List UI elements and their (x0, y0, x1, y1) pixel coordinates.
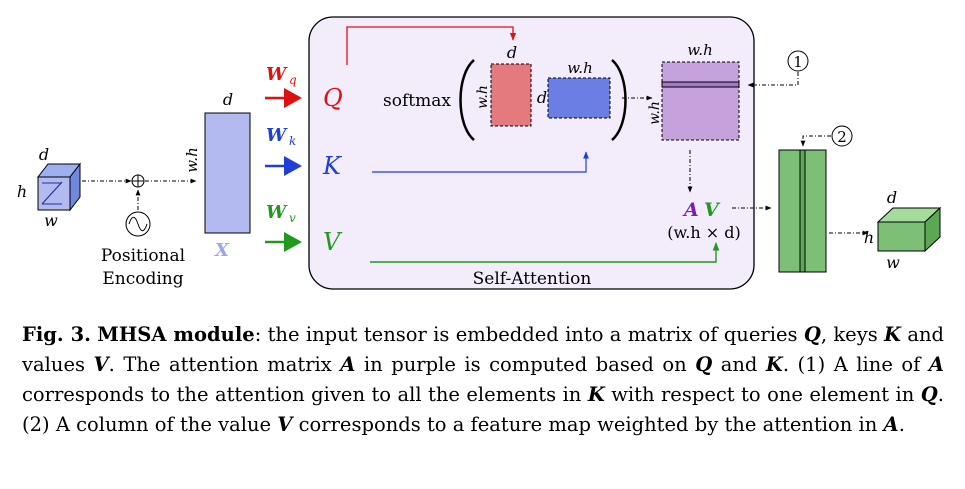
caption-label: Fig. 3. (22, 323, 91, 346)
input-tensor (36, 162, 82, 212)
k-matrix (547, 77, 611, 119)
caption-math-symbol: Q (803, 323, 821, 346)
add-operator-icon (131, 174, 145, 188)
positional-encoding-label-line1: Positional (101, 246, 185, 266)
wk-symbol: W (266, 125, 288, 146)
wq-weight: W q (265, 64, 302, 108)
attention-rows-label: w.h (647, 101, 663, 125)
caption-math-symbol: K (587, 383, 605, 406)
wk-weight: W k (265, 125, 302, 176)
figure-caption: Fig. 3. MHSA module: the input tensor is… (22, 320, 944, 440)
k-label: K (322, 152, 343, 180)
marker-1-number: 1 (793, 53, 803, 71)
x-matrix-rows-label: w.h (183, 147, 201, 173)
sine-wave-icon (125, 211, 151, 237)
weighted-value-column (799, 149, 806, 273)
q-label: Q (323, 84, 343, 112)
marker-2: 2 (831, 125, 853, 147)
caption-math-symbol: K (884, 323, 901, 346)
output-tensor (876, 206, 942, 253)
caption-text: and (712, 353, 766, 376)
output-d-label: d (887, 188, 897, 207)
x-matrix-d-label: d (223, 90, 233, 109)
caption-text: , keys (820, 323, 885, 346)
wv-weight: W v (265, 202, 302, 252)
caption-math-symbol: Q (695, 353, 713, 376)
caption-title: MHSA module (97, 323, 255, 346)
caption-math-symbol: V (277, 413, 293, 436)
caption-text: and values (22, 323, 944, 376)
self-attention-panel (308, 16, 755, 290)
attention-matrix (661, 61, 740, 141)
input-d-label: d (39, 145, 49, 164)
caption-text: : the input tensor is embedded into a ma… (254, 323, 804, 346)
self-attention-label: Self-Attention (473, 269, 592, 289)
wk-subscript: k (289, 134, 296, 148)
caption-body: MHSA module: the input tensor is embedde… (22, 323, 944, 436)
caption-text: . The attention matrix (108, 353, 341, 376)
v-label: V (323, 228, 343, 256)
wv-symbol: W (266, 202, 288, 223)
caption-math-symbol: V (93, 353, 109, 376)
mhsa-diagram: Self-Attention d h w Positional Encoding… (17, 16, 942, 290)
right-paren (611, 59, 627, 141)
q-matrix-cols-label: d (507, 43, 517, 62)
caption-text: corresponds to a feature map weighted by… (292, 413, 884, 436)
wq-symbol: W (266, 64, 288, 85)
av-v-symbol: V (704, 199, 721, 221)
attention-row-highlight (661, 81, 740, 88)
x-matrix-name: X (214, 240, 230, 261)
positional-encoding-label-line2: Encoding (102, 269, 183, 289)
caption-text: with respect to one element in (604, 383, 921, 406)
k-matrix-rows-label: d (537, 88, 547, 107)
softmax-label: softmax (383, 91, 451, 111)
caption-text: . (898, 413, 905, 436)
input-w-label: w (44, 211, 58, 230)
wv-subscript: v (289, 211, 296, 225)
marker-1: 1 (787, 50, 809, 72)
caption-text: . (1) A line of (782, 353, 929, 376)
q-matrix (490, 63, 532, 127)
av-shape-label: (w.h × d) (667, 223, 741, 242)
wq-subscript: q (289, 73, 297, 87)
output-h-label: h (864, 228, 874, 247)
caption-text: . (2) A column of the value (22, 383, 944, 436)
x-matrix (204, 112, 251, 234)
marker-2-number: 2 (837, 128, 847, 146)
k-matrix-cols-label: w.h (567, 59, 593, 77)
caption-math-symbol: K (765, 353, 783, 376)
attention-cols-label: w.h (687, 41, 713, 59)
caption-text: in purple is computed based on (355, 353, 696, 376)
left-paren (459, 59, 475, 141)
caption-math-symbol: A (928, 353, 944, 376)
output-w-label: w (886, 253, 900, 272)
caption-math-symbol: A (340, 353, 356, 376)
av-a-symbol: A (682, 199, 699, 221)
input-h-label: h (17, 182, 27, 201)
q-matrix-rows-label: w.h (475, 85, 491, 109)
caption-math-symbol: Q (920, 383, 938, 406)
caption-text: corresponds to the attention given to al… (22, 383, 588, 406)
caption-math-symbol: A (883, 413, 899, 436)
